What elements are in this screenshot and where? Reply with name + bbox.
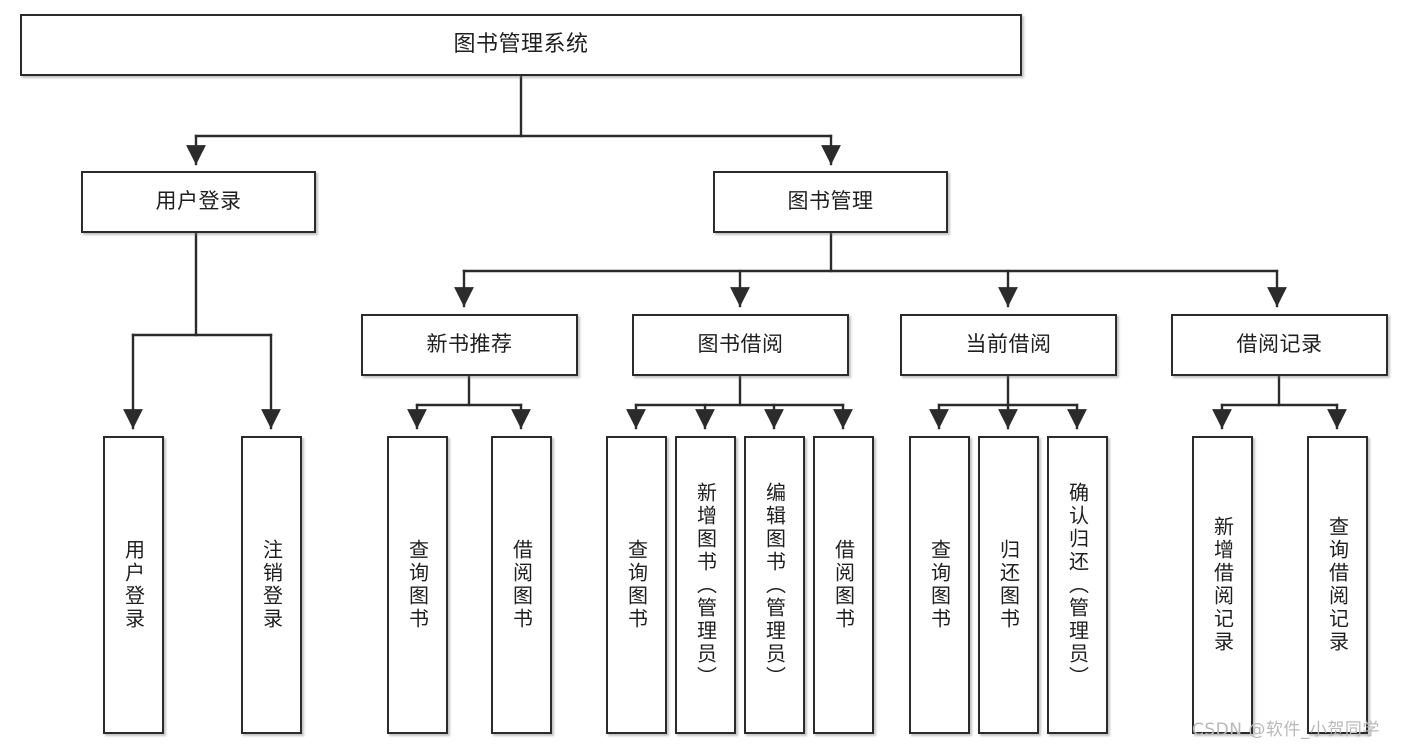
node-leaf-add-book-label: 新增图书（管理员） [693,481,718,689]
node-leaf-return-book[interactable]: 归还图书 [978,436,1039,734]
node-book-manage-label: 图书管理 [787,189,874,214]
node-new-book-rec[interactable]: 新书推荐 [361,314,578,376]
node-leaf-add-book[interactable]: 新增图书（管理员） [675,436,736,734]
node-leaf-query-record-label: 查询借阅记录 [1325,516,1350,654]
node-new-book-rec-label: 新书推荐 [426,332,513,357]
node-borrow-record-label: 借阅记录 [1236,332,1323,357]
node-leaf-borrow-book-b[interactable]: 借阅图书 [813,436,874,734]
node-leaf-query-book-a[interactable]: 查询图书 [387,436,448,734]
node-leaf-logout-label: 注销登录 [259,539,284,631]
node-leaf-query-record[interactable]: 查询借阅记录 [1307,436,1368,734]
node-leaf-query-book-c-label: 查询图书 [927,539,952,631]
node-leaf-edit-book[interactable]: 编辑图书（管理员） [744,436,805,734]
node-leaf-user-login-label: 用户登录 [121,539,146,631]
node-leaf-borrow-book-b-label: 借阅图书 [831,539,856,631]
node-book-borrow-label: 图书借阅 [697,332,784,357]
node-user-login[interactable]: 用户登录 [81,171,316,233]
node-leaf-user-login[interactable]: 用户登录 [103,436,164,734]
node-leaf-confirm-return-label: 确认归还（管理员） [1065,481,1090,689]
node-borrow-record[interactable]: 借阅记录 [1171,314,1388,376]
node-leaf-query-book-a-label: 查询图书 [405,539,430,631]
node-leaf-edit-book-label: 编辑图书（管理员） [762,481,787,689]
node-root[interactable]: 图书管理系统 [20,14,1022,76]
node-leaf-add-record[interactable]: 新增借阅记录 [1192,436,1253,734]
node-leaf-confirm-return[interactable]: 确认归还（管理员） [1047,436,1108,734]
node-leaf-logout[interactable]: 注销登录 [241,436,302,734]
node-current-borrow[interactable]: 当前借阅 [900,314,1117,376]
node-leaf-query-book-c[interactable]: 查询图书 [909,436,970,734]
node-leaf-borrow-book-a[interactable]: 借阅图书 [491,436,552,734]
node-leaf-borrow-book-a-label: 借阅图书 [509,539,534,631]
node-current-borrow-label: 当前借阅 [965,332,1052,357]
node-leaf-query-book-b-label: 查询图书 [624,539,649,631]
node-root-label: 图书管理系统 [453,31,589,57]
node-user-login-label: 用户登录 [155,189,242,214]
node-leaf-add-record-label: 新增借阅记录 [1210,516,1235,654]
node-leaf-return-book-label: 归还图书 [996,539,1021,631]
node-book-manage[interactable]: 图书管理 [713,171,948,233]
node-leaf-query-book-b[interactable]: 查询图书 [606,436,667,734]
node-book-borrow[interactable]: 图书借阅 [632,314,849,376]
